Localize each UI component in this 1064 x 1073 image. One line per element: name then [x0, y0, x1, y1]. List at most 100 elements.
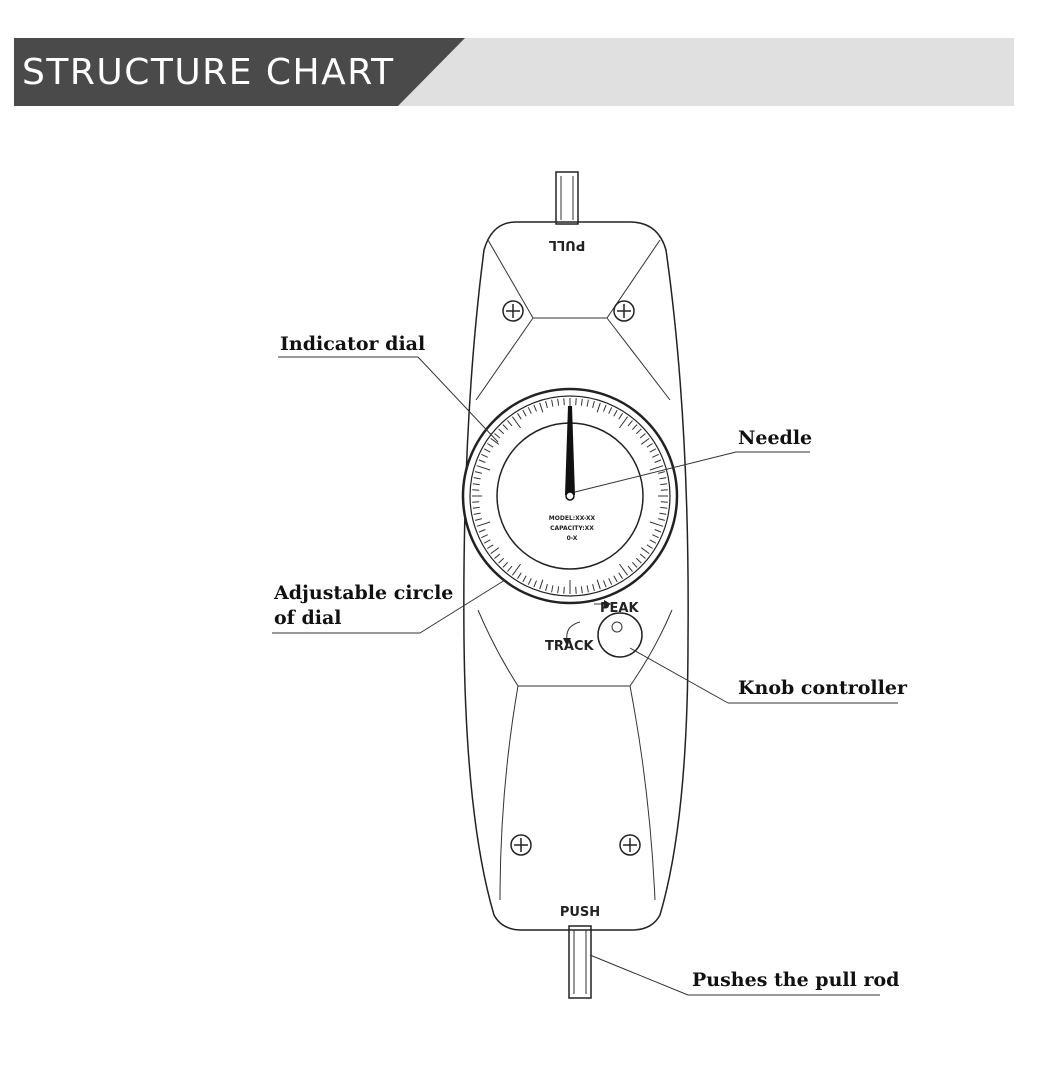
callout-adjustable-circle-line2: of dial	[274, 607, 342, 629]
needle-hub	[565, 491, 575, 501]
dial-tick	[586, 585, 589, 593]
dial-tick	[640, 547, 650, 555]
dial-tick	[603, 404, 607, 412]
callout-knob-controller: Knob controller	[629, 647, 908, 704]
dial-tick	[654, 529, 662, 533]
dial-unit-text: 0-X	[567, 535, 578, 542]
dial-tick	[494, 433, 501, 439]
lower-panel-lines	[477, 609, 673, 901]
dial-tick	[627, 565, 633, 572]
dial-tick	[494, 553, 501, 559]
dial-tick	[646, 443, 653, 448]
dial-tick	[487, 443, 494, 448]
dial-tick	[551, 585, 554, 593]
dial-tick	[618, 563, 629, 576]
dial-tick	[618, 413, 623, 420]
indicator-dial: MODEL:XX-XX CAPACITY:XX 0-X	[461, 387, 679, 605]
dial-tick	[476, 521, 491, 527]
dial-tick	[490, 547, 500, 555]
dial-tick	[517, 572, 522, 579]
dial-tick	[474, 471, 483, 474]
knob-track-label: TRACK	[545, 639, 594, 654]
dial-tick	[473, 512, 481, 515]
dial-model-text: MODEL:XX-XX	[549, 515, 596, 522]
dial-tick	[649, 448, 657, 453]
dial-tick	[639, 433, 646, 439]
dial-tick	[533, 404, 537, 412]
dial-tick	[487, 544, 494, 549]
callout-indicator-dial-text: Indicator dial	[280, 333, 425, 355]
dial-tick	[608, 407, 613, 414]
dial-tick	[640, 437, 650, 445]
dial-tick	[631, 561, 638, 568]
callout-needle-text: Needle	[738, 427, 812, 449]
screw-bottom-left-icon	[510, 834, 532, 856]
screw-top-left-icon	[502, 300, 524, 322]
dial-tick	[507, 420, 513, 427]
needle	[565, 406, 575, 495]
dial-tick	[545, 583, 548, 592]
callout-adjustable-circle-line1: Adjustable circle	[273, 582, 453, 604]
dial-tick	[660, 489, 668, 491]
callout-indicator-dial: Indicator dial	[278, 333, 499, 443]
dial-tick	[507, 565, 513, 572]
knob-controller: PEAK TRACK	[545, 600, 643, 658]
pull-label: PULL	[549, 237, 586, 252]
dial-tick	[563, 586, 565, 594]
dial-tick	[511, 563, 522, 576]
dial-tick	[652, 453, 659, 458]
bottom-push-rod	[568, 925, 592, 999]
banner-title: STRUCTURE CHART	[22, 52, 395, 93]
dial-tick	[539, 579, 544, 590]
dial-tick	[659, 512, 667, 515]
dial-tick	[592, 400, 595, 409]
dial-tick	[613, 575, 618, 583]
dial-bezel-ring	[469, 395, 671, 597]
dial-tick	[502, 561, 509, 568]
dial-tick	[649, 465, 664, 471]
dial-tick	[660, 483, 668, 486]
dial-tick	[533, 580, 537, 588]
dial-tick	[557, 398, 560, 406]
dial-tick	[575, 586, 577, 594]
callout-adjustable-circle: Adjustable circle of dial	[272, 579, 506, 634]
dial-tick	[613, 409, 618, 417]
dial-tick	[478, 459, 486, 463]
dial-tick	[592, 583, 595, 592]
callout-pull-rod-text: Pushes the pull rod	[692, 969, 899, 991]
push-label: PUSH	[560, 905, 600, 920]
dial-tick	[631, 424, 638, 431]
upper-panel-lines	[475, 239, 671, 401]
dial-tick	[472, 483, 480, 486]
dial-tick	[472, 489, 480, 491]
dial-tick	[654, 459, 662, 463]
peak-arrowhead-icon	[604, 600, 611, 608]
dial-tick	[502, 424, 509, 431]
callout-pull-rod: Pushes the pull rod	[589, 954, 899, 996]
dial-tick	[618, 572, 623, 579]
dial-tick	[483, 448, 491, 453]
top-pull-rod	[555, 171, 579, 225]
dial-tick	[627, 420, 633, 427]
dial-tick	[580, 398, 583, 406]
dial-tick	[657, 518, 666, 521]
dial-tick	[618, 416, 629, 429]
dial-tick	[586, 399, 589, 407]
dial-tick	[481, 453, 488, 458]
knob-peak-label: PEAK	[600, 601, 639, 616]
dial-tick	[527, 407, 532, 414]
dial-tick	[635, 557, 642, 564]
dial-tick	[483, 539, 491, 544]
dial-tick	[473, 477, 481, 480]
dial-tick	[649, 539, 657, 544]
dial-tick	[551, 399, 554, 407]
dial-tick	[472, 506, 480, 509]
callout-knob-controller-text: Knob controller	[738, 677, 908, 699]
dial-tick	[511, 416, 522, 429]
dial-tick	[498, 428, 505, 435]
dial-tick	[649, 521, 664, 527]
dial-tick	[522, 575, 527, 583]
dial-tick	[517, 413, 522, 420]
dial-tick	[603, 580, 607, 588]
